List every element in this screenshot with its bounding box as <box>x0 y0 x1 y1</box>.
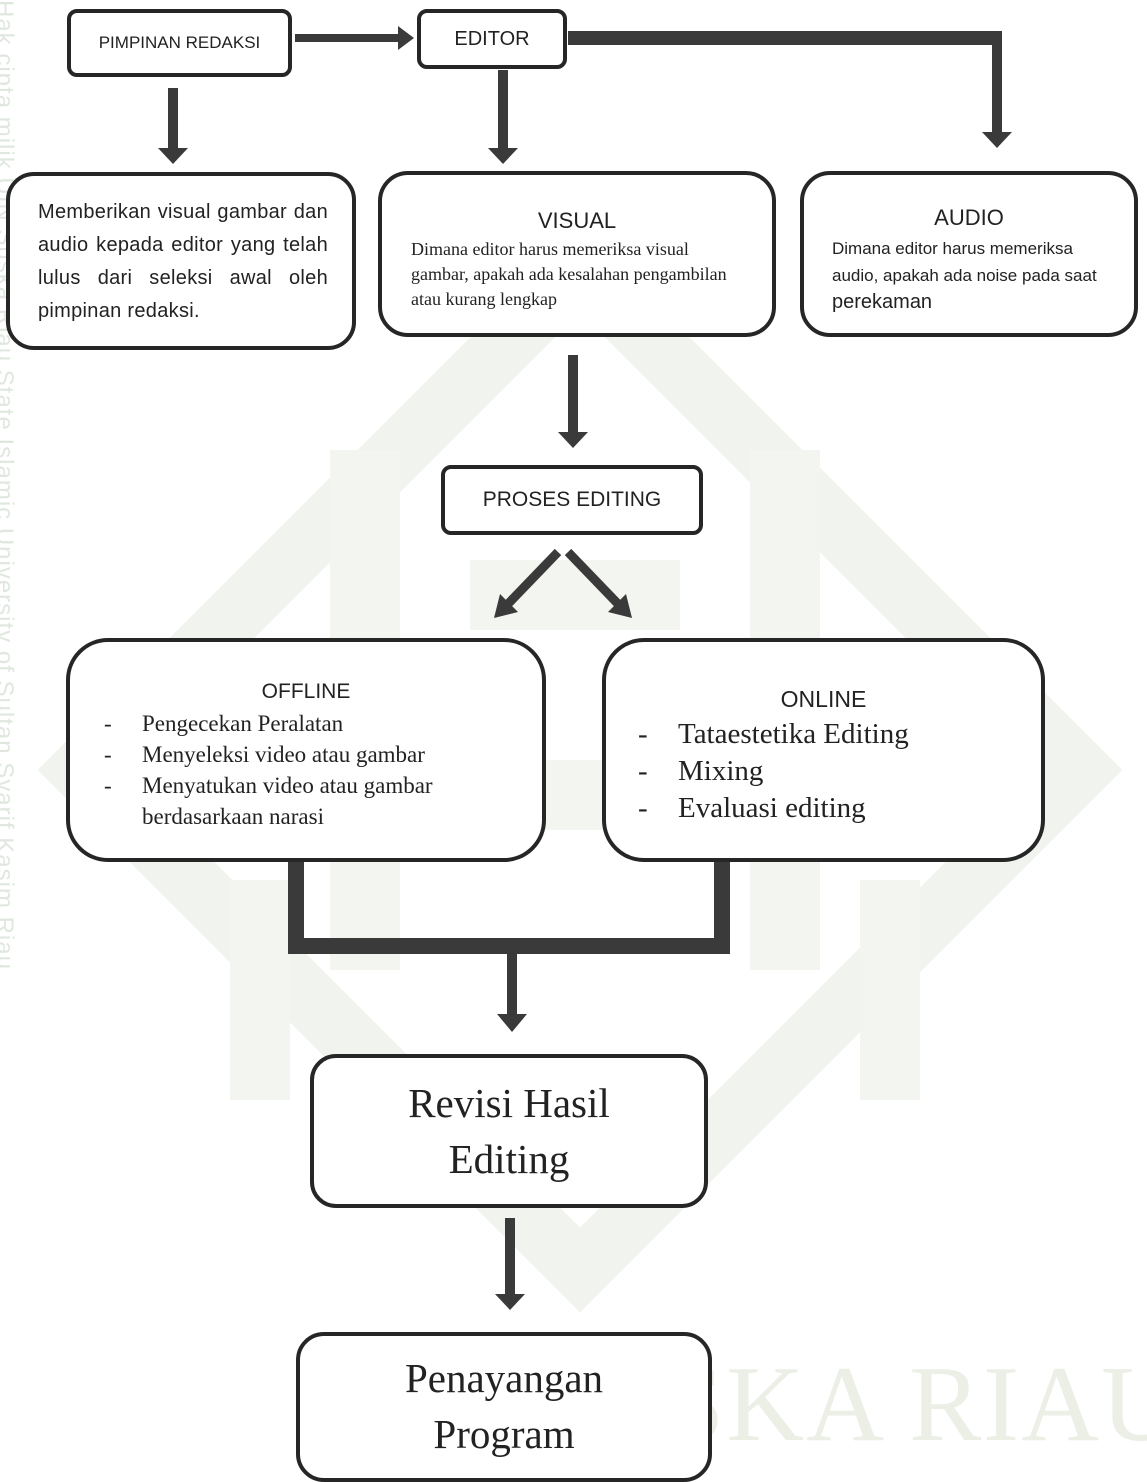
offline-item-3: -Menyatukan video atau gambar berdasarka… <box>104 773 433 829</box>
editor-box: EDITOR <box>417 9 567 69</box>
online-box: ONLINE -Tataestetika Editing -Mixing -Ev… <box>602 638 1045 862</box>
pimpinan-redaksi-box: PIMPINAN REDAKSI <box>67 9 292 77</box>
audio-text: Dimana editor harus memeriksa audio, apa… <box>832 235 1122 316</box>
visual-title: VISUAL <box>537 208 617 233</box>
visual-box: VISUAL Dimana editor harus memeriksa vis… <box>378 171 776 337</box>
offline-box: OFFLINE -Pengecekan Peralatan -Menyeleks… <box>66 638 546 862</box>
proses-editing-label: PROSES EDITING <box>482 488 662 511</box>
revisi-box: Revisi Hasil Editing <box>310 1054 708 1208</box>
audio-text-main: Dimana editor harus memeriksa audio, apa… <box>832 239 1097 285</box>
online-title: ONLINE <box>780 686 867 712</box>
audio-title: AUDIO <box>934 205 1004 230</box>
offline-item-2: -Menyeleksi video atau gambar <box>104 742 425 767</box>
audio-box: AUDIO Dimana editor harus memeriksa audi… <box>800 171 1138 337</box>
visual-text: Dimana editor harus memeriksa visual gam… <box>411 239 727 309</box>
description-text: Memberikan visual gambar dan audio kepad… <box>38 201 328 322</box>
penayangan-box: Penayangan Program <box>296 1332 712 1482</box>
editor-label: EDITOR <box>454 27 530 50</box>
online-list: -Tataestetika Editing -Mixing -Evaluasi … <box>638 716 1018 827</box>
online-item-1: -Tataestetika Editing <box>638 718 909 750</box>
offline-list: -Pengecekan Peralatan -Menyeleksi video … <box>104 708 504 832</box>
audio-text-end: perekaman <box>832 291 933 313</box>
revisi-label: Revisi Hasil Editing <box>408 1080 610 1182</box>
pimpinan-redaksi-label: PIMPINAN REDAKSI <box>98 33 261 52</box>
online-item-2: -Mixing <box>638 755 764 787</box>
proses-editing-box: PROSES EDITING <box>441 465 703 535</box>
online-item-3: -Evaluasi editing <box>638 792 866 824</box>
description-box: Memberikan visual gambar dan audio kepad… <box>6 172 356 350</box>
offline-item-1: -Pengecekan Peralatan <box>104 711 344 736</box>
penayangan-label: Penayangan Program <box>404 1355 604 1457</box>
offline-title: OFFLINE <box>261 680 351 703</box>
